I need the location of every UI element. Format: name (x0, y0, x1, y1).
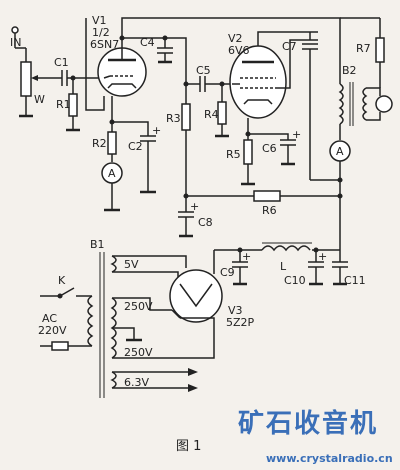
capacitor-c11 (332, 250, 348, 286)
fuse (40, 341, 92, 351)
power-transformer-b1 (87, 252, 117, 398)
label-v1-name: V1 (92, 14, 107, 27)
capacitor-c7 (302, 31, 318, 180)
mains-switch-k (40, 287, 92, 299)
label-v1-type: 6SN7 (90, 38, 119, 51)
label-r7: R7 (356, 42, 371, 55)
input-jack (11, 26, 27, 62)
label-v2-name: V2 (228, 32, 243, 45)
plus-c2: + (152, 124, 161, 137)
label-250v-b: 250V (124, 346, 153, 359)
heater-arrows (112, 368, 198, 392)
label-c2: C2 (128, 140, 143, 153)
label-v1-half: 1/2 (92, 26, 110, 39)
capacitor-c10 (308, 250, 324, 286)
resistor-r1 (66, 78, 80, 132)
label-v2-type: 6V6 (228, 44, 250, 57)
brand-url: www.crystalradio.cn (266, 452, 393, 465)
label-c11: C11 (344, 274, 366, 287)
label-b1: B1 (90, 238, 105, 251)
label-c1: C1 (54, 56, 69, 69)
label-250v-a: 250V (124, 300, 153, 313)
plus-c10: + (318, 250, 327, 263)
label-r2: R2 (92, 137, 107, 150)
capacitor-c1 (56, 70, 104, 86)
label-l: L (280, 260, 287, 273)
label-v3-name: V3 (228, 304, 243, 317)
plus-c9: + (242, 250, 251, 263)
brand-name: 矿石收音机 (238, 408, 378, 439)
capacitor-c4 (157, 35, 173, 64)
capacitor-c6 (280, 139, 296, 166)
label-r3: R3 (166, 112, 181, 125)
figure-caption: 图 1 (176, 439, 201, 454)
label-c4: C4 (140, 36, 155, 49)
resistor-r7 (340, 17, 385, 88)
label-w: W (34, 93, 45, 106)
label-c6: C6 (262, 142, 277, 155)
resistor-r5 (241, 134, 255, 186)
output-transformer-b2 (338, 82, 393, 126)
label-r6: R6 (262, 204, 277, 217)
label-r4: R4 (204, 108, 219, 121)
label-c5: C5 (196, 64, 211, 77)
tube-v1 (97, 47, 147, 97)
meter-a2: A (336, 145, 344, 158)
label-ac: AC (42, 312, 57, 325)
capacitor-c9 (232, 250, 248, 286)
plus-c8: + (190, 200, 199, 213)
label-c9: C9 (220, 266, 235, 279)
label-6-3v: 6.3V (124, 376, 149, 389)
label-ac-volt: 220V (38, 324, 67, 337)
resistor-r6 (253, 190, 340, 202)
volume-potentiometer-w (19, 61, 56, 118)
capacitor-c2 (140, 135, 156, 192)
label-b2: B2 (342, 64, 357, 77)
capacitor-c5 (183, 76, 232, 92)
label-r5: R5 (226, 148, 241, 161)
label-in: IN (10, 36, 21, 49)
label-r1: R1 (56, 98, 71, 111)
resistor-r2 (107, 131, 117, 155)
choke-l (261, 242, 312, 252)
tube-v3-rectifier (169, 269, 223, 323)
label-c8: C8 (198, 216, 213, 229)
plus-c6: + (292, 128, 301, 141)
label-c10: C10 (284, 274, 306, 287)
capacitor-c8 (178, 196, 194, 238)
resistor-r3 (181, 84, 191, 196)
label-v3-type: 5Z2P (226, 316, 255, 329)
label-k: K (58, 274, 66, 287)
label-5v: 5V (124, 258, 139, 271)
meter-a1: A (108, 167, 116, 180)
resistor-r4 (215, 81, 229, 138)
label-c7: C7 (282, 40, 297, 53)
